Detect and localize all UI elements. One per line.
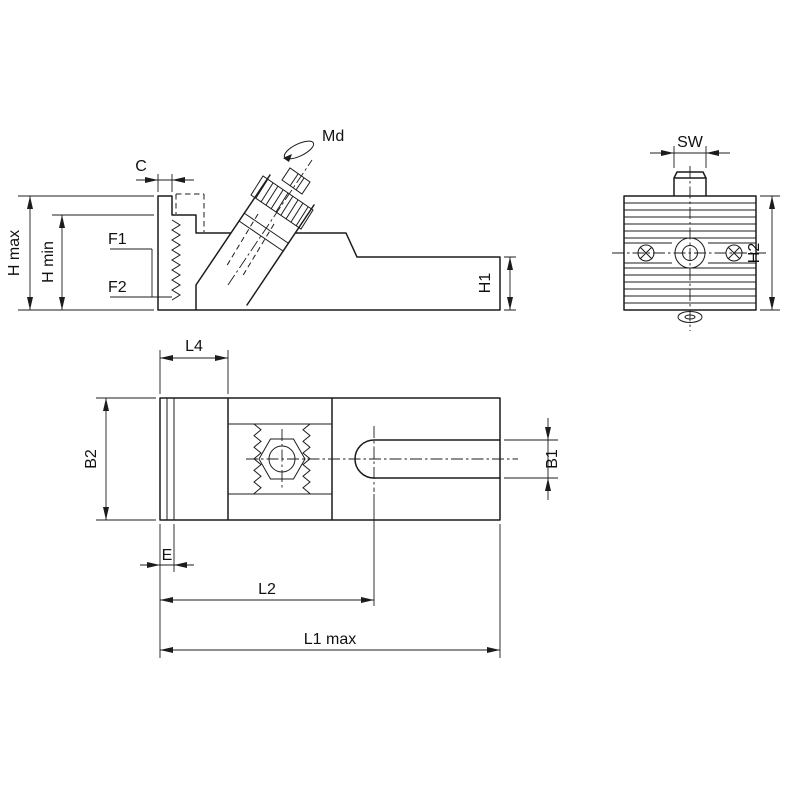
serration-profile xyxy=(171,219,181,301)
plan-serration-lines xyxy=(166,398,175,520)
dim-label-l4: L4 xyxy=(185,338,203,355)
dim-label-h-max: H max xyxy=(6,230,23,276)
screw-centerline xyxy=(227,159,313,286)
dim-label-e: E xyxy=(162,547,173,564)
clamp-arm-edges xyxy=(228,423,332,495)
dim-label-c: C xyxy=(135,158,147,175)
plan-centerlines xyxy=(246,426,518,492)
knurled-nut xyxy=(250,175,314,230)
dim-label-f2: F2 xyxy=(108,279,127,296)
end-centerlines xyxy=(612,166,766,331)
dim-l4-ext xyxy=(159,350,229,394)
torque-arrow-head xyxy=(283,154,292,162)
dim-label-h1: H1 xyxy=(477,273,494,294)
screw-tip xyxy=(281,167,311,195)
dim-label-b1: B1 xyxy=(544,449,561,469)
dim-label-sw: SW xyxy=(677,134,704,151)
dim-label-h2: H2 xyxy=(746,243,763,264)
dim-sw-ext xyxy=(673,146,707,168)
dim-c-ext xyxy=(157,174,173,192)
washer-lines xyxy=(238,212,289,252)
torque-rotation-ellipse xyxy=(283,140,315,160)
dim-label-f1: F1 xyxy=(108,231,127,248)
plan-view: L4 B2 B1 E L2 L1 max xyxy=(83,338,561,658)
dim-label-b2: B2 xyxy=(83,449,100,469)
dim-b2-ext xyxy=(96,397,156,521)
hidden-lines xyxy=(175,193,275,278)
dim-label-l1-max: L1 max xyxy=(304,631,356,648)
right-pin-cross xyxy=(727,246,741,260)
left-pin-cross xyxy=(639,246,653,260)
dim-label-h-min: H min xyxy=(40,241,57,283)
dim-label-md: Md xyxy=(322,128,344,145)
dim-label-l2: L2 xyxy=(258,581,276,598)
end-view: SW H2 xyxy=(612,134,780,331)
hex-bolt-head xyxy=(258,438,306,480)
part-outline xyxy=(157,174,501,311)
side-view: C Md F1 F2 H max H min H1 xyxy=(6,128,516,311)
f1-f2-leader xyxy=(110,248,172,298)
dim-h-max-ext xyxy=(18,195,154,311)
knurl-strokes xyxy=(255,178,309,227)
